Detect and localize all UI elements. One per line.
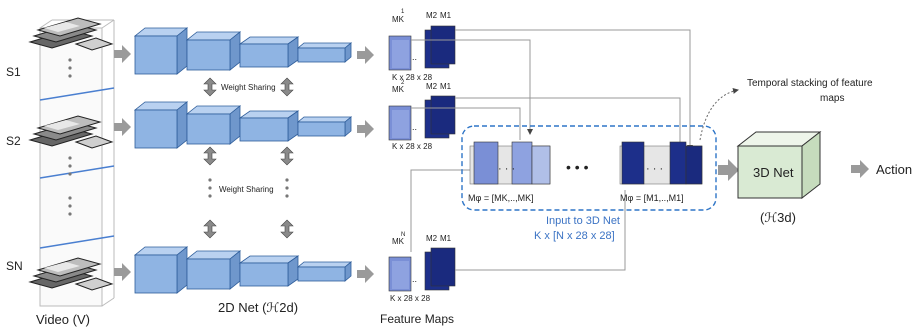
action-label: Action	[876, 162, 912, 177]
svg-text:K x 28 x 28: K x 28 x 28	[390, 294, 431, 303]
arrow-right-icon	[357, 265, 374, 283]
m1-label: M1	[440, 11, 452, 20]
annotation-line2: maps	[820, 93, 844, 104]
feature-maps-row-n: .. MK N M2 M1 K x 28 x 28 Feature Maps	[380, 232, 456, 326]
stream-label-sn: SN	[6, 259, 23, 273]
svg-text:M2: M2	[426, 234, 438, 243]
input-3d-net-box	[461, 125, 717, 211]
double-arrow-icon	[280, 77, 294, 97]
net3d-box: 3D Net	[736, 130, 822, 200]
svg-text:..: ..	[412, 52, 417, 62]
frame-stack-1	[28, 17, 114, 51]
net2d-label: 2D Net (ℋ2d)	[218, 300, 298, 315]
arrow-right-icon	[114, 45, 131, 63]
segment-divider	[39, 165, 115, 179]
feature-maps-row-2: .. MK 2 M2 M1 K x 28 x 28	[388, 80, 456, 151]
net3d-sublabel: (ℋ3d)	[760, 210, 796, 225]
connector-lines	[410, 29, 693, 271]
svg-text:..: ..	[412, 122, 417, 132]
video-column: S1 S2 SN Video (V)	[6, 17, 115, 327]
stream-label-s1: S1	[6, 65, 21, 79]
svg-text:M2: M2	[426, 82, 438, 91]
double-arrow-icon	[280, 146, 294, 166]
frame-stack-2	[28, 115, 114, 149]
column-dots	[68, 58, 72, 216]
double-arrow-icon	[280, 219, 294, 239]
fmap-arrows	[357, 46, 374, 283]
weight-sharing-label: Weight Sharing	[219, 185, 274, 194]
stack-right: · · · Mφ = [M1,..,M1]	[619, 141, 703, 203]
frame-stack-n	[28, 257, 114, 291]
svg-text:· · ·: · · ·	[646, 163, 663, 175]
svg-text:M1: M1	[440, 234, 452, 243]
svg-text:N: N	[401, 232, 405, 238]
double-arrow-icon	[203, 219, 217, 239]
segment-divider	[39, 87, 115, 101]
double-arrow-icon	[203, 146, 217, 166]
svg-text:K x 28 x 28: K x 28 x 28	[392, 142, 433, 151]
mk-label: MK	[392, 15, 405, 24]
input-3d-caption-line2: K x [N x 28 x 28]	[534, 230, 615, 242]
svg-text:M1: M1	[440, 82, 452, 91]
net2d-row-n	[133, 246, 353, 294]
double-arrow-icon	[203, 77, 217, 97]
stack-separator-dots: • • •	[566, 159, 589, 175]
svg-text:..: ..	[412, 274, 417, 284]
weight-sharing-label: Weight Sharing	[221, 83, 276, 92]
segment-divider	[39, 235, 115, 249]
feature-maps-label: Feature Maps	[380, 312, 454, 326]
input-arrows	[114, 45, 131, 281]
stream-label-s2: S2	[6, 134, 21, 148]
arrow-right-icon	[851, 160, 869, 178]
weight-sharing-2: Weight Sharing	[203, 146, 294, 239]
input-3d-caption-line1: Input to 3D Net	[546, 215, 620, 227]
stack-formula-left: Mφ = [MK,..,MK]	[468, 193, 534, 203]
svg-text:1: 1	[401, 9, 405, 15]
stack-formula-right: Mφ = [M1,..,M1]	[620, 193, 684, 203]
svg-text:2: 2	[401, 80, 405, 86]
fmap-dims: K x 28 x 28	[392, 73, 433, 82]
video-label: Video (V)	[36, 312, 90, 327]
net2d-row-2	[133, 101, 353, 149]
svg-text:MK: MK	[392, 237, 405, 246]
arrow-right-icon	[357, 120, 374, 138]
weight-sharing-1: Weight Sharing	[203, 77, 294, 97]
arrow-right-icon	[718, 159, 739, 181]
net3d-label: 3D Net	[753, 165, 794, 180]
m2-label: M2	[426, 11, 438, 20]
svg-text:MK: MK	[392, 85, 405, 94]
arrow-right-icon	[114, 263, 131, 281]
arrow-right-icon	[357, 46, 374, 64]
net2d-row-1	[133, 27, 353, 75]
arrow-right-icon	[114, 118, 131, 136]
feature-maps-row-1: .. MK 1 M2 M1 K x 28 x 28	[388, 9, 456, 82]
svg-text:· · ·: · · ·	[498, 163, 515, 175]
stack-left: · · · Mφ = [MK,..,MK]	[468, 141, 551, 203]
annotation-line1: Temporal stacking of feature	[747, 78, 873, 89]
annotation-arrow	[699, 88, 739, 141]
